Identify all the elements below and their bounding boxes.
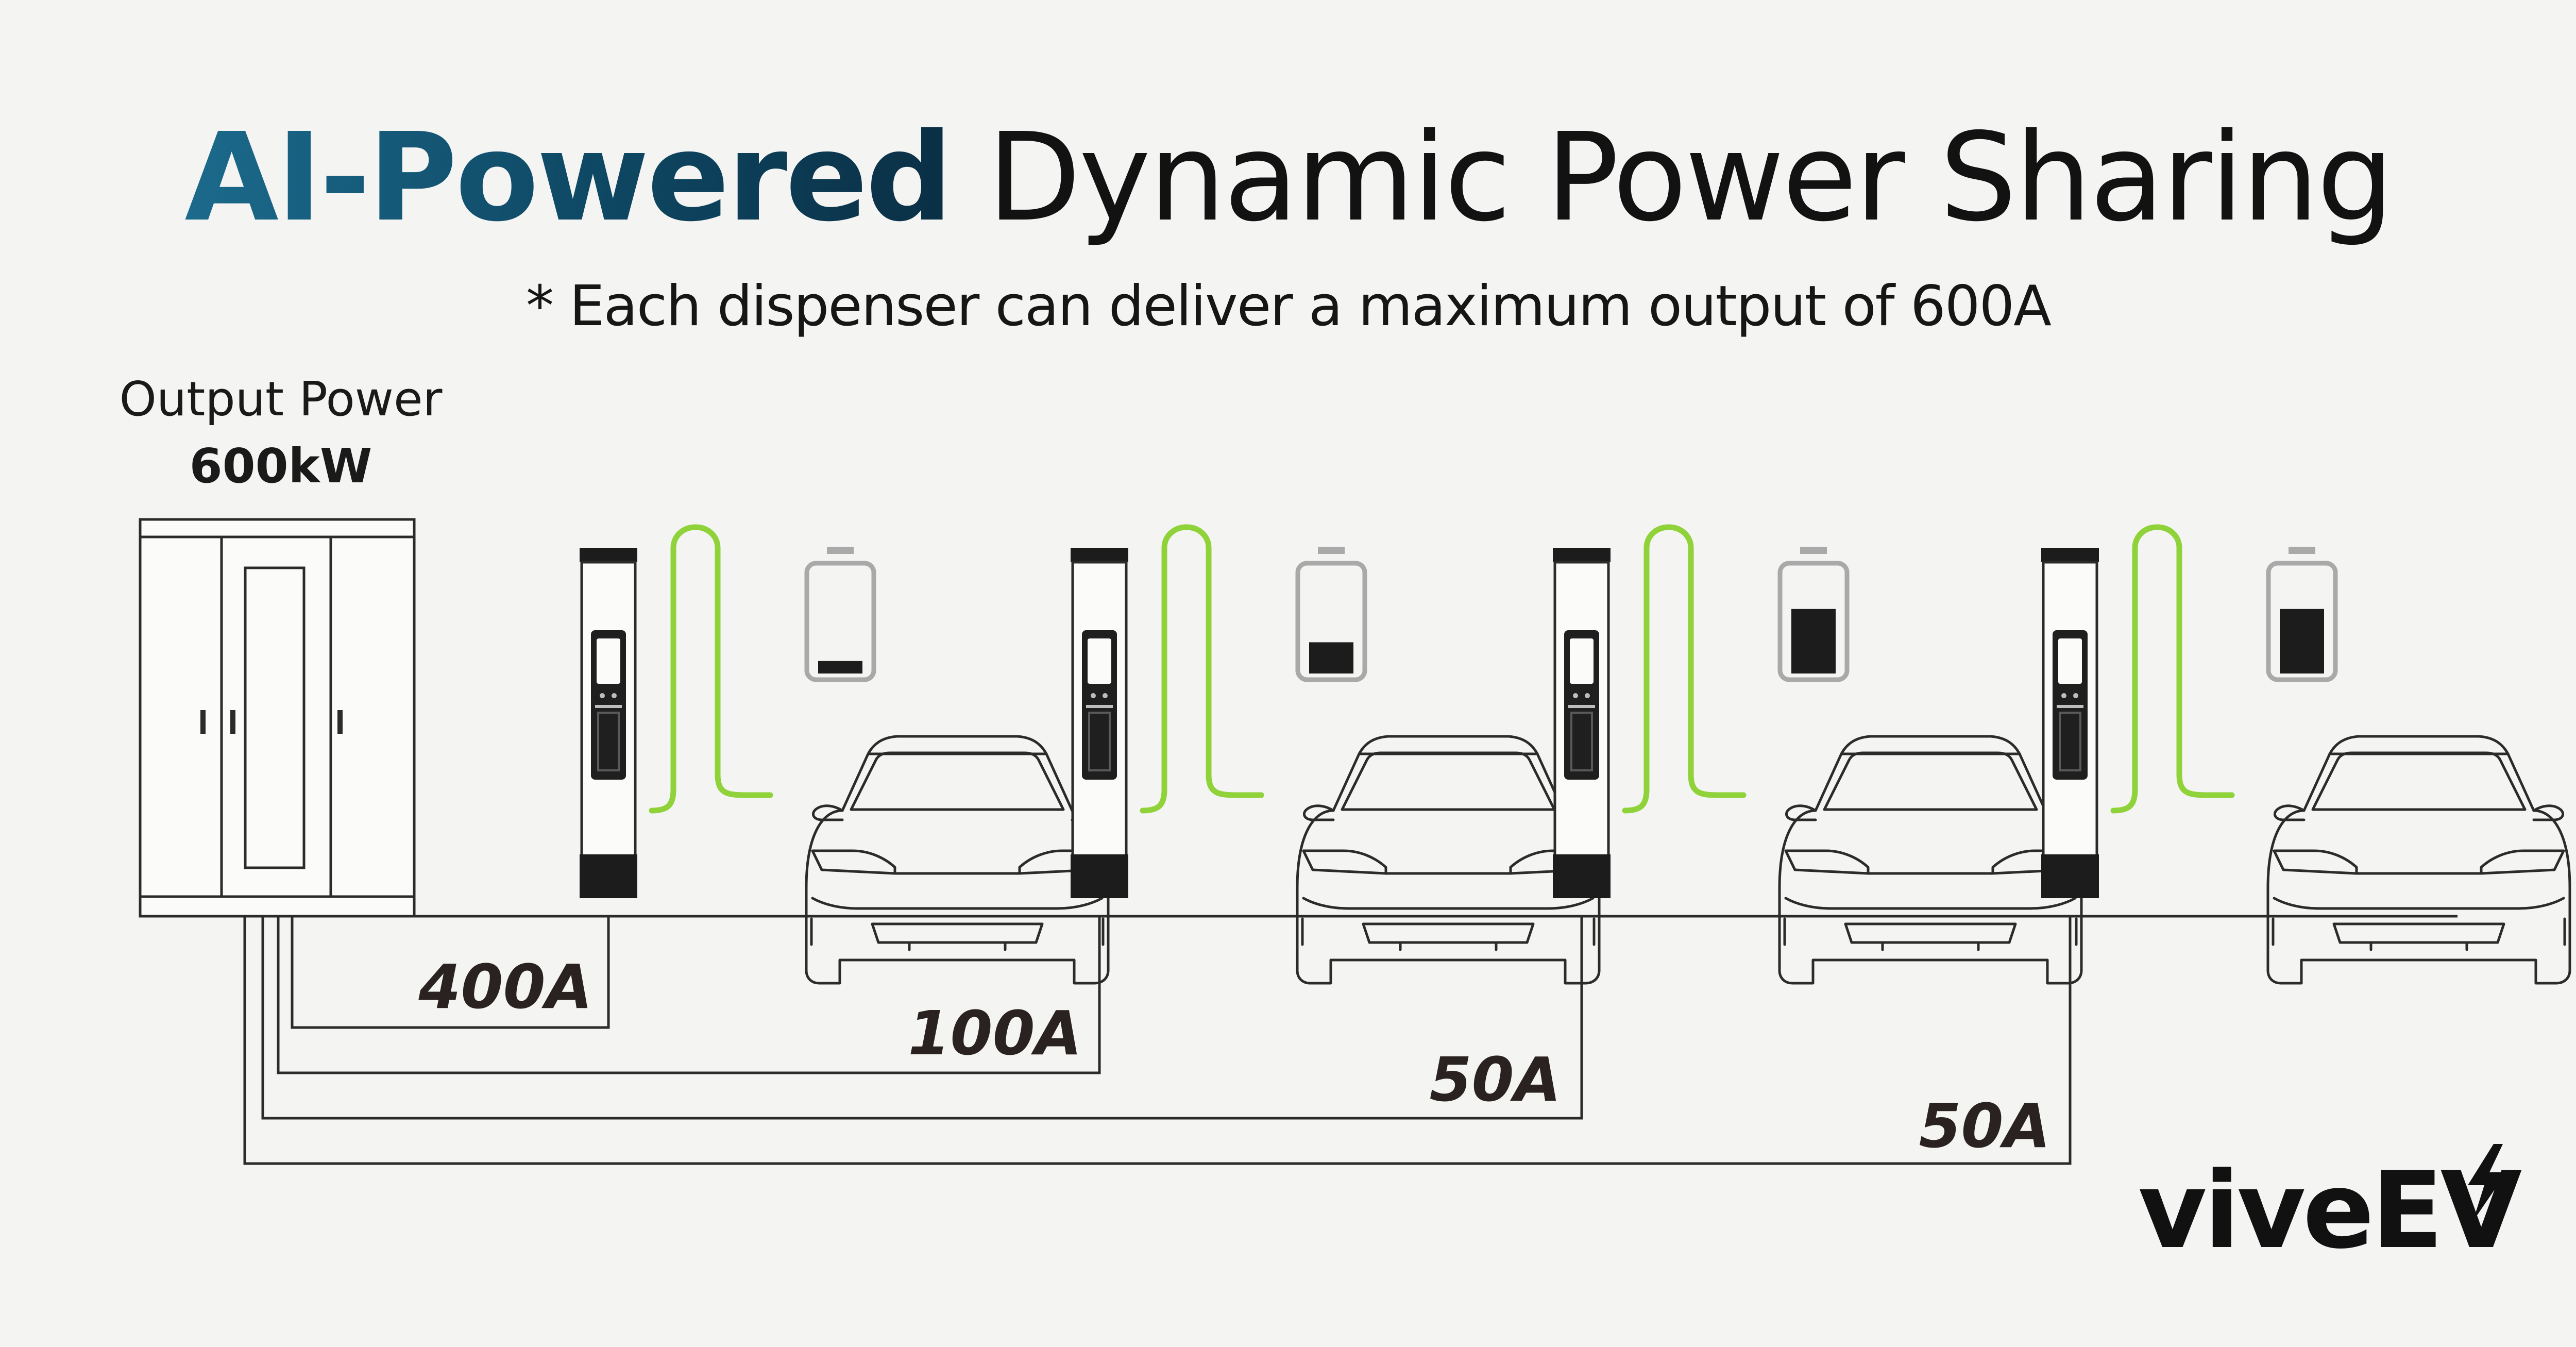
- dispenser-top: [1071, 548, 1128, 562]
- battery-fill-2: [1309, 642, 1353, 674]
- amp-label-4: 50A: [1919, 1090, 2050, 1161]
- title-accent: AI-Powered: [184, 107, 953, 248]
- dispenser-base: [1553, 854, 1611, 898]
- charging-cable: [2110, 524, 2235, 814]
- battery-indicator: [2266, 547, 2338, 682]
- dispenser-screen: [1088, 638, 1111, 684]
- charging-unit-3: [1553, 524, 2083, 985]
- charging-unit-2: [1071, 524, 1601, 985]
- battery-fill-1: [818, 661, 862, 674]
- dispenser-screen: [2058, 638, 2082, 684]
- dispenser-base: [2041, 854, 2099, 898]
- charging-cable: [1622, 524, 1747, 814]
- charging-unit-4: [2041, 524, 2571, 985]
- dispenser-top: [1553, 548, 1611, 562]
- feed-line-3: [261, 916, 1583, 1120]
- title-rest: Dynamic Power Sharing: [987, 107, 2394, 248]
- car-front: [805, 735, 1110, 985]
- dispenser-base: [1071, 854, 1128, 898]
- feed-line-2: [277, 916, 1101, 1074]
- brand-logo: viveEV: [2138, 1144, 2522, 1268]
- dispenser-screen: [1570, 638, 1594, 684]
- car-front: [1778, 735, 2083, 985]
- dispenser-base: [580, 854, 637, 898]
- dispenser-top: [580, 548, 637, 562]
- page-title: AI-Powered Dynamic Power Sharing: [0, 111, 2576, 245]
- brand-name: viveEV: [2138, 1150, 2522, 1272]
- output-power-label: Output Power: [119, 372, 443, 427]
- power-cabinet: [139, 518, 416, 918]
- amp-label-1: 400A: [418, 951, 592, 1022]
- battery-indicator: [1777, 547, 1850, 682]
- lightning-bolt-icon: [2468, 1144, 2506, 1221]
- dispenser-screen: [597, 638, 620, 684]
- amp-label-3: 50A: [1429, 1044, 1561, 1115]
- battery-fill-4: [2280, 609, 2324, 674]
- charging-unit-1: [580, 524, 1110, 985]
- battery-indicator: [804, 547, 876, 682]
- dispenser-top: [2041, 548, 2099, 562]
- battery-fill-3: [1791, 609, 1836, 674]
- charging-cable: [649, 524, 773, 814]
- feed-line-1: [291, 916, 610, 1029]
- charging-cable: [1140, 524, 1264, 814]
- amp-label-2: 100A: [908, 998, 1082, 1069]
- feed-lines: [243, 916, 2072, 1165]
- battery-indicator: [1295, 547, 1367, 682]
- output-power-value: 600kW: [189, 439, 372, 494]
- subtitle: * Each dispenser can deliver a maximum o…: [526, 274, 2052, 339]
- car-front: [2266, 735, 2571, 985]
- feed-line-4: [243, 916, 2072, 1165]
